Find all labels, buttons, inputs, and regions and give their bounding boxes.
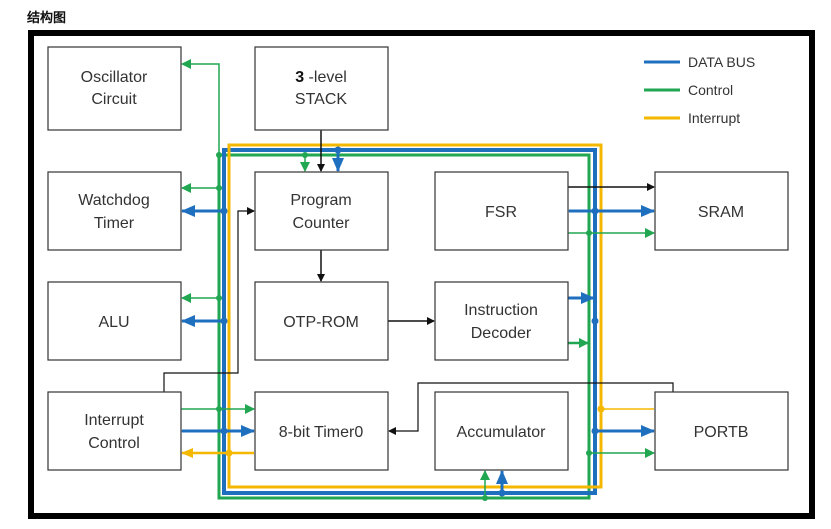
block-label: Interrupt — [84, 412, 144, 429]
block-label: Decoder — [471, 325, 532, 342]
block-accumulator: Accumulator — [434, 391, 569, 471]
block-label: OTP-ROM — [283, 314, 359, 331]
block-label: 3 -level — [295, 69, 347, 86]
portb-timer-link — [388, 382, 674, 435]
block-label: Circuit — [91, 91, 137, 108]
intctl-pc-link — [163, 207, 255, 392]
block-label: Timer — [94, 215, 135, 232]
legend-label-interrupt: Interrupt — [688, 110, 740, 126]
block-label: FSR — [485, 204, 517, 221]
block-label: Watchdog — [78, 192, 149, 209]
stack-depth: 3 — [295, 69, 304, 86]
data-bus-loop — [222, 148, 597, 495]
block-label: Counter — [293, 215, 351, 232]
stack-level-label: -level — [304, 69, 347, 86]
block-label: Instruction — [464, 302, 538, 319]
legend-label-control: Control — [688, 82, 733, 98]
diagram-title: 结构图 — [27, 11, 67, 26]
block-label: Oscillator — [81, 69, 148, 86]
colored-connections — [169, 59, 655, 501]
control-bus-loop — [217, 153, 591, 500]
block-program-counter: Program Counter — [254, 171, 389, 251]
block-timer0: 8-bit Timer0 — [254, 391, 389, 471]
block-sram: SRAM — [654, 171, 789, 251]
block-label: Accumulator — [457, 424, 547, 441]
block-label: STACK — [295, 91, 347, 108]
block-label: 8-bit Timer0 — [279, 424, 364, 441]
block-fsr: FSR — [434, 171, 569, 251]
block-alu: ALU — [47, 281, 182, 361]
legend: DATA BUS Control Interrupt — [644, 54, 755, 126]
block-label: SRAM — [698, 204, 744, 221]
block-label: PORTB — [694, 424, 749, 441]
block-portb: PORTB — [654, 391, 789, 471]
block-watchdog-timer: Watchdog Timer — [47, 171, 182, 251]
outer-frame — [28, 30, 815, 519]
block-label: Control — [88, 435, 140, 452]
block-oscillator-circuit: Oscillator Circuit — [47, 46, 182, 131]
block-label: ALU — [98, 314, 129, 331]
block-interrupt-control: Interrupt Control — [47, 391, 182, 471]
block-instruction-decoder: Instruction Decoder — [434, 281, 569, 361]
block-label: Program — [290, 192, 351, 209]
block-otp-rom: OTP-ROM — [254, 281, 389, 361]
block-stack: 3 -level STACK — [254, 46, 389, 131]
legend-label-data-bus: DATA BUS — [688, 54, 755, 70]
osc-control-link — [181, 59, 220, 155]
black-connections — [163, 124, 674, 435]
